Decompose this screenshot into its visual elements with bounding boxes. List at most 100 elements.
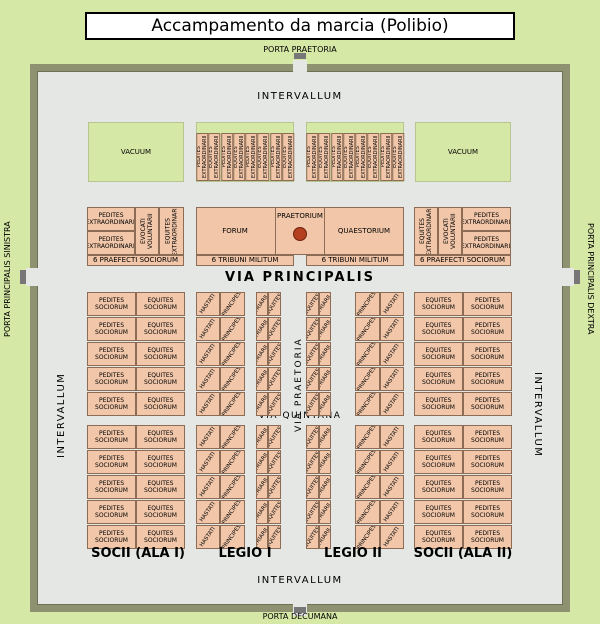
- socii-ala1-8-a: PEDITES SOCIORUM: [87, 475, 136, 499]
- legio-2-triarii-1: TRIARII: [319, 292, 331, 316]
- legio-1-equites-1: EQUITES: [268, 292, 281, 316]
- legio-2-equites-9: EQUITES: [306, 500, 319, 524]
- socii-ala1-10-b: EQUITES SOCIORUM: [136, 525, 185, 549]
- legio-1-principes-3: PRINCIPES: [220, 342, 245, 366]
- socii-ala2-1-a: EQUITES SOCIORUM: [414, 292, 463, 316]
- legio-1-triarii-1: TRIARII: [256, 292, 268, 316]
- legio-1-triarii-7: TRIARII: [256, 450, 268, 474]
- legio-1-hastati-6: HASTATI: [196, 425, 220, 449]
- legio-1-triarii-2: TRIARII: [256, 317, 268, 341]
- equites-extraordinarii-top-1-2: EQUITES EXTRAORDINARII: [208, 133, 221, 181]
- legio-2-principes-8: PRINCIPES: [355, 475, 380, 499]
- quaestorium-label: QUAESTORIUM: [337, 227, 391, 235]
- legio-2-label: LEGIO II: [324, 546, 382, 561]
- legio-2-triarii-5: TRIARII: [319, 392, 331, 416]
- socii-ala1-10-a: PEDITES SOCIORUM: [87, 525, 136, 549]
- legio-1-principes-4: PRINCIPES: [220, 367, 245, 391]
- legio-1-principes-9: PRINCIPES: [220, 500, 245, 524]
- legio-2-principes-7: PRINCIPES: [355, 450, 380, 474]
- legio-2-equites-4: EQUITES: [306, 367, 319, 391]
- pedites-extraordinarii-top-1-5: PEDITES EXTRAORDINARII: [245, 133, 258, 181]
- forum-label: FORUM: [222, 227, 248, 235]
- legio-1-triarii-8: TRIARII: [256, 475, 268, 499]
- socii-ala1-2-a: PEDITES SOCIORUM: [87, 317, 136, 341]
- legio-2-equites-8: EQUITES: [306, 475, 319, 499]
- legio-2-principes-3: PRINCIPES: [355, 342, 380, 366]
- legio-1-equites-6: EQUITES: [268, 425, 281, 449]
- socii-ala2-4-a: EQUITES SOCIORUM: [414, 367, 463, 391]
- equites-extraordinarii-top-1-8: EQUITES EXTRAORDINARII: [281, 133, 294, 181]
- socii-ala-1-label: SOCII (ALA I): [91, 546, 185, 561]
- legio-2-hastati-3: HASTATI: [380, 342, 404, 366]
- socii-ala2-1-b: PEDITES SOCIORUM: [463, 292, 512, 316]
- legio-2-triarii-2: TRIARII: [319, 317, 331, 341]
- gate-post-left: [20, 270, 26, 284]
- porta-praetoria-label: PORTA PRAETORIA: [263, 45, 337, 54]
- pedites-extraordinarii-left-1: PEDITES EXTRAORDINARII: [87, 207, 135, 231]
- legio-1-equites-2: EQUITES: [268, 317, 281, 341]
- legio-2-hastati-1: HASTATI: [380, 292, 404, 316]
- porta-sinistra-label: PORTA PRINCIPALIS SINISTRA: [3, 221, 12, 337]
- socii-ala1-6-a: PEDITES SOCIORUM: [87, 425, 136, 449]
- socii-ala1-4-a: PEDITES SOCIORUM: [87, 367, 136, 391]
- pedites-extraordinarii-right-2: PEDITES EXTRAORDINARII: [462, 231, 511, 255]
- legio-2-principes-9: PRINCIPES: [355, 500, 380, 524]
- legio-2-principes-6: PRINCIPES: [355, 425, 380, 449]
- socii-ala2-6-a: EQUITES SOCIORUM: [414, 425, 463, 449]
- socii-ala2-9-b: PEDITES SOCIORUM: [463, 500, 512, 524]
- socii-ala1-9-a: PEDITES SOCIORUM: [87, 500, 136, 524]
- legio-1-hastati-2: HASTATI: [196, 317, 220, 341]
- pedites-extraordinarii-top-2-1: PEDITES EXTRAORDINARII: [306, 133, 319, 181]
- legio-1-principes-8: PRINCIPES: [220, 475, 245, 499]
- legio-2-principes-1: PRINCIPES: [355, 292, 380, 316]
- pedites-extraordinarii-left-2: PEDITES EXTRAORDINARII: [87, 231, 135, 255]
- pedites-extraordinarii-right-1: PEDITES EXTRAORDINARII: [462, 207, 511, 231]
- legio-2-equites-6: EQUITES: [306, 425, 319, 449]
- socii-ala-2-label: SOCII (ALA II): [413, 546, 513, 561]
- legio-1-triarii-4: TRIARII: [256, 367, 268, 391]
- legio-1-triarii-3: TRIARII: [256, 342, 268, 366]
- socii-ala2-6-b: PEDITES SOCIORUM: [463, 425, 512, 449]
- equites-extraordinarii-top-1-4: EQUITES EXTRAORDINARII: [232, 133, 245, 181]
- legio-2-hastati-2: HASTATI: [380, 317, 404, 341]
- legio-2-hastati-7: HASTATI: [380, 450, 404, 474]
- equites-extraordinarii-left: EQUITES EXTRAORDINARII: [159, 207, 184, 255]
- pedites-extraordinarii-top-2-3: PEDITES EXTRAORDINARII: [330, 133, 343, 181]
- porta-decumana-label: PORTA DECUMANA: [262, 612, 338, 621]
- legio-1-principes-2: PRINCIPES: [220, 317, 245, 341]
- legio-1-hastati-4: HASTATI: [196, 367, 220, 391]
- legio-1-hastati-1: HASTATI: [196, 292, 220, 316]
- legio-1-label: LEGIO I: [218, 546, 272, 561]
- pedites-extraordinarii-top-1-1: PEDITES EXTRAORDINARII: [196, 133, 209, 181]
- pedites-extraordinarii-top-1-3: PEDITES EXTRAORDINARII: [220, 133, 233, 181]
- legio-2-triarii-7: TRIARII: [319, 450, 331, 474]
- legio-2-equites-10: EQUITES: [306, 525, 319, 549]
- socii-ala1-8-b: EQUITES SOCIORUM: [136, 475, 185, 499]
- socii-ala1-7-b: EQUITES SOCIORUM: [136, 450, 185, 474]
- legio-2-principes-5: PRINCIPES: [355, 392, 380, 416]
- gate-opening-right: [558, 268, 574, 286]
- diagram-title: Accampamento da marcia (Polibio): [85, 12, 515, 40]
- vacuum-left: VACUUM: [88, 122, 184, 182]
- socii-ala1-3-b: EQUITES SOCIORUM: [136, 342, 185, 366]
- pedites-extraordinarii-top-1-7: PEDITES EXTRAORDINARII: [269, 133, 282, 181]
- socii-ala1-4-b: EQUITES SOCIORUM: [136, 367, 185, 391]
- legio-2-principes-4: PRINCIPES: [355, 367, 380, 391]
- socii-ala1-1-b: EQUITES SOCIORUM: [136, 292, 185, 316]
- socii-ala1-5-b: EQUITES SOCIORUM: [136, 392, 185, 416]
- tribuni-right: 6 TRIBUNI MILITUM: [306, 255, 404, 266]
- socii-ala2-3-a: EQUITES SOCIORUM: [414, 342, 463, 366]
- socii-ala2-5-b: PEDITES SOCIORUM: [463, 392, 512, 416]
- porta-dextra-label: PORTA PRINCIPALIS DEXTRA: [586, 223, 595, 335]
- legio-1-equites-9: EQUITES: [268, 500, 281, 524]
- socii-ala2-7-a: EQUITES SOCIORUM: [414, 450, 463, 474]
- socii-ala2-10-a: EQUITES SOCIORUM: [414, 525, 463, 549]
- legio-2-hastati-9: HASTATI: [380, 500, 404, 524]
- legio-2-hastati-10: HASTATI: [380, 525, 404, 549]
- evocati-voluntarii-right: EVOCATI VOLUNTARII: [438, 207, 462, 255]
- socii-ala2-3-b: PEDITES SOCIORUM: [463, 342, 512, 366]
- socii-ala2-8-a: EQUITES SOCIORUM: [414, 475, 463, 499]
- legio-2-hastati-4: HASTATI: [380, 367, 404, 391]
- socii-ala2-7-b: PEDITES SOCIORUM: [463, 450, 512, 474]
- legio-1-equites-8: EQUITES: [268, 475, 281, 499]
